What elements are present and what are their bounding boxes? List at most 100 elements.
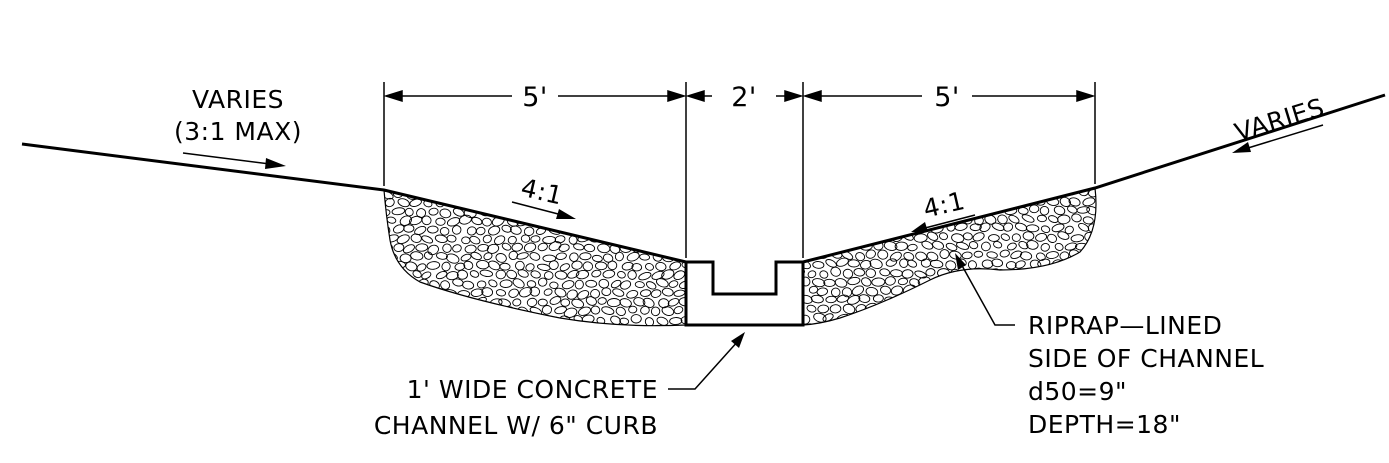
riprap-stone: [988, 178, 1000, 188]
riprap-stone: [638, 272, 652, 281]
riprap-stone: [896, 315, 910, 323]
riprap-stone: [842, 303, 856, 315]
riprap-stone: [633, 225, 646, 235]
riprap-stone: [572, 207, 582, 217]
riprap-stone: [625, 180, 635, 190]
riprap-stone: [458, 199, 471, 208]
riprap-stone: [1086, 258, 1096, 269]
riprap-stone: [453, 315, 465, 324]
riprap-stone: [1081, 176, 1094, 188]
concrete-channel-label-line1: 1' WIDE CONCRETE: [407, 375, 658, 404]
riprap-stone: [964, 177, 976, 186]
riprap-stone: [829, 304, 842, 314]
riprap-stone: [469, 235, 481, 245]
riprap-stone: [877, 249, 889, 260]
riprap-stone: [963, 321, 974, 325]
riprap-stone: [434, 308, 447, 316]
riprap-stone: [889, 251, 902, 262]
riprap-stone: [673, 270, 686, 280]
riprap-stone: [817, 304, 830, 314]
riprap-stone: [501, 190, 514, 199]
riprap-stone: [812, 278, 826, 288]
riprap-stone: [890, 285, 904, 296]
riprap-stone: [510, 225, 522, 235]
riprap-stone: [1065, 278, 1077, 286]
riprap-stone: [639, 325, 649, 326]
riprap-stone: [416, 278, 429, 290]
riprap-stone: [928, 322, 939, 325]
riprap-stone: [841, 287, 853, 298]
riprap-stone: [816, 287, 829, 296]
riprap-stone: [458, 307, 469, 316]
riprap-stone: [855, 252, 866, 262]
riprap-stone: [825, 188, 836, 196]
riprap-stone: [1043, 296, 1053, 304]
riprap-stone: [605, 190, 619, 198]
riprap-stone: [871, 188, 885, 197]
riprap-stone: [1051, 223, 1065, 233]
riprap-stone: [501, 314, 512, 325]
riprap-stone: [591, 254, 603, 263]
riprap-stone: [825, 295, 837, 304]
riprap-stone: [458, 214, 472, 225]
riprap-stone: [907, 206, 921, 216]
riprap-stone: [542, 254, 557, 263]
riprap-stone: [681, 190, 686, 199]
riprap-stone: [1058, 266, 1070, 276]
riprap-stone: [979, 222, 991, 233]
riprap-stone: [823, 205, 837, 215]
riprap-stone: [464, 244, 477, 254]
riprap-stone: [469, 270, 480, 278]
riprap-stone: [918, 311, 932, 322]
riprap-stone: [1070, 285, 1081, 294]
left-side-slope-arrow: [511, 201, 576, 219]
riprap-stone: [650, 289, 662, 298]
riprap-stone: [830, 287, 841, 298]
riprap-stone: [1036, 214, 1047, 223]
riprap-stone: [433, 325, 443, 334]
riprap-stone: [931, 278, 945, 287]
riprap-stone: [803, 224, 813, 234]
riprap-label-line3: d50=9": [1028, 377, 1127, 406]
riprap-stone: [851, 214, 864, 223]
ground-line-left: [21, 142, 687, 264]
riprap-stone: [601, 323, 614, 326]
riprap-stone: [1076, 206, 1091, 214]
riprap-stone: [907, 259, 918, 268]
riprap-stone: [661, 269, 675, 280]
riprap-stone: [384, 325, 386, 326]
riprap-stone: [662, 181, 672, 190]
riprap-stone: [483, 252, 493, 261]
riprap-stone: [1071, 268, 1084, 278]
riprap-stone: [1053, 294, 1063, 304]
riprap-stone: [901, 196, 913, 206]
riprap-stone: [537, 298, 548, 307]
riprap-stone: [387, 305, 401, 315]
riprap-stone: [656, 209, 667, 218]
riprap-stone: [501, 242, 512, 251]
riprap-stone: [621, 207, 634, 216]
riprap-stone: [997, 214, 1008, 225]
riprap-stone: [667, 245, 679, 254]
riprap-stone: [925, 268, 936, 277]
riprap-stone: [655, 261, 667, 272]
riprap-stone: [847, 222, 861, 232]
riprap-stone: [501, 224, 512, 233]
riprap-stone: [451, 225, 462, 235]
riprap-stone: [564, 190, 579, 191]
riprap-stone: [384, 290, 387, 299]
riprap-stone: [479, 269, 494, 277]
riprap-stone: [877, 177, 889, 188]
riprap-stone: [1087, 296, 1096, 305]
riprap-stone: [402, 244, 415, 254]
riprap-stone: [885, 258, 898, 267]
riprap-stone: [506, 269, 518, 280]
riprap-stone: [859, 312, 871, 323]
riprap-stone: [409, 180, 419, 189]
riprap-stone: [502, 207, 513, 216]
riprap-stone: [585, 191, 596, 200]
riprap-stone: [653, 233, 663, 243]
left-slope-arrow: [182, 152, 286, 169]
riprap-stone: [652, 179, 664, 189]
